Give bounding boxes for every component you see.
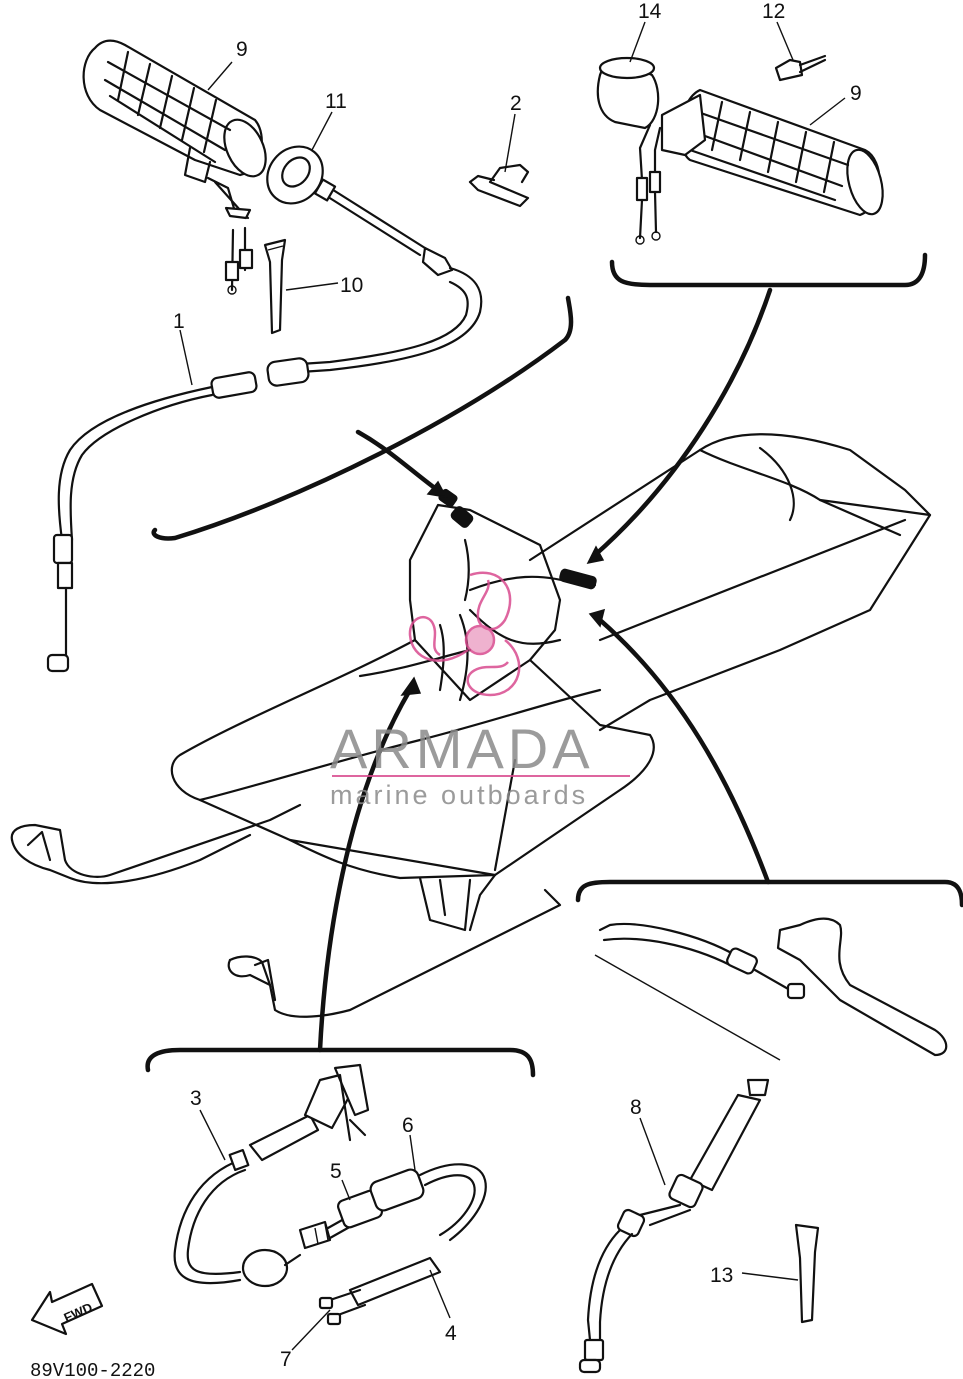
callout-8: 8 (630, 1096, 642, 1119)
part-6-choke-housing (369, 1163, 487, 1242)
callout-leaders (179, 21, 846, 1351)
callout-12: 12 (762, 0, 785, 23)
forward-direction-arrow: FWD (30, 1282, 104, 1336)
brake-lever-assembly (594, 917, 948, 1061)
snowmobile-illustration (10, 433, 932, 1018)
part-10-cable-tie-left (263, 238, 287, 335)
watermark-tagline: marine outboards (330, 780, 588, 810)
callout-9a: 9 (236, 38, 248, 61)
propeller-logo-icon (408, 571, 521, 697)
callout-14: 14 (638, 0, 662, 23)
part-4-wire-tube (348, 1256, 442, 1307)
part-8-brake-cable (578, 1078, 770, 1374)
part-7-wire-leads (318, 1288, 367, 1326)
armada-watermark: ARMADA marine outboards (330, 571, 630, 810)
callout-11: 11 (325, 90, 347, 113)
drawing-code: 89V100-2220 (30, 1360, 155, 1379)
part-5-choke-plunger (298, 1189, 383, 1250)
watermark-brand: ARMADA (330, 717, 594, 780)
callout-2: 2 (510, 92, 522, 115)
part-2-clip (468, 163, 530, 208)
callout-13: 13 (710, 1264, 733, 1287)
group-brackets (145, 252, 963, 1078)
callout-6: 6 (402, 1114, 414, 1137)
part-9-grip-left (82, 39, 267, 295)
part-14-grip-end (596, 56, 660, 130)
part-13-cable-tie-right (794, 1223, 820, 1324)
callout-9b: 9 (850, 82, 862, 105)
callout-3: 3 (190, 1087, 202, 1110)
part-1-throttle-cable (46, 178, 483, 673)
callout-1: 1 (173, 310, 185, 333)
part-11-collar (266, 145, 324, 205)
part-12-screw (774, 54, 827, 82)
callout-4: 4 (445, 1322, 457, 1345)
callout-5: 5 (330, 1160, 342, 1183)
part-9-grip-right (635, 88, 884, 245)
callout-10: 10 (340, 274, 363, 297)
part-3-choke-cable (173, 1063, 370, 1288)
callout-7: 7 (280, 1348, 292, 1371)
callout-numbers: 9 11 2 10 1 14 12 9 3 6 5 4 7 8 13 (173, 0, 862, 1371)
